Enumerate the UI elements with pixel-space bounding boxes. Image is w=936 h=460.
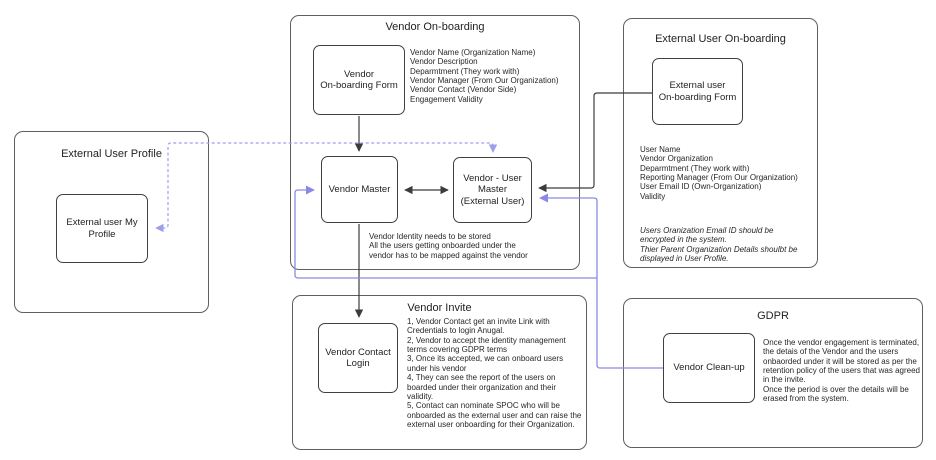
external-user-field-list: User Name Vendor Organization Deparmtmen…: [640, 145, 798, 201]
group-vendor-invite: Vendor Invite: [292, 295, 587, 450]
node-vendor-master: Vendor Master: [321, 156, 398, 223]
node-external-user-onboarding-form: External user On-boarding Form: [652, 58, 743, 125]
node-vendor-user-master: Vendor - User Master (External User): [453, 157, 532, 223]
node-vendor-contact-login: Vendor Contact Login: [318, 323, 398, 393]
node-vendor-cleanup: Vendor Clean-up: [663, 333, 755, 403]
group-title-gdpr: GDPR: [757, 310, 789, 322]
vendor-identity-note: Vendor Identity needs to be stored All t…: [369, 232, 528, 260]
vendor-onboarding-field-list: Vendor Name (Organization Name) Vendor D…: [410, 48, 559, 104]
node-external-user-my-profile: External user My Profile: [56, 194, 148, 263]
vendor-invite-steps: 1, Vendor Contact get an invite Link wit…: [407, 317, 582, 429]
group-title-external-user-onboarding: External User On-boarding: [655, 33, 786, 45]
group-title-external-user-profile: External User Profile: [61, 148, 162, 160]
node-vendor-onboarding-form: Vendor On-boarding Form: [313, 45, 405, 115]
gdpr-retention-note: Once the vendor engagement is terminated…: [763, 338, 920, 404]
group-title-vendor-onboarding: Vendor On-boarding: [385, 21, 485, 33]
group-title-vendor-invite: Vendor Invite: [407, 302, 472, 314]
external-user-encryption-note: Users Oranization Email ID should be enc…: [640, 226, 798, 264]
